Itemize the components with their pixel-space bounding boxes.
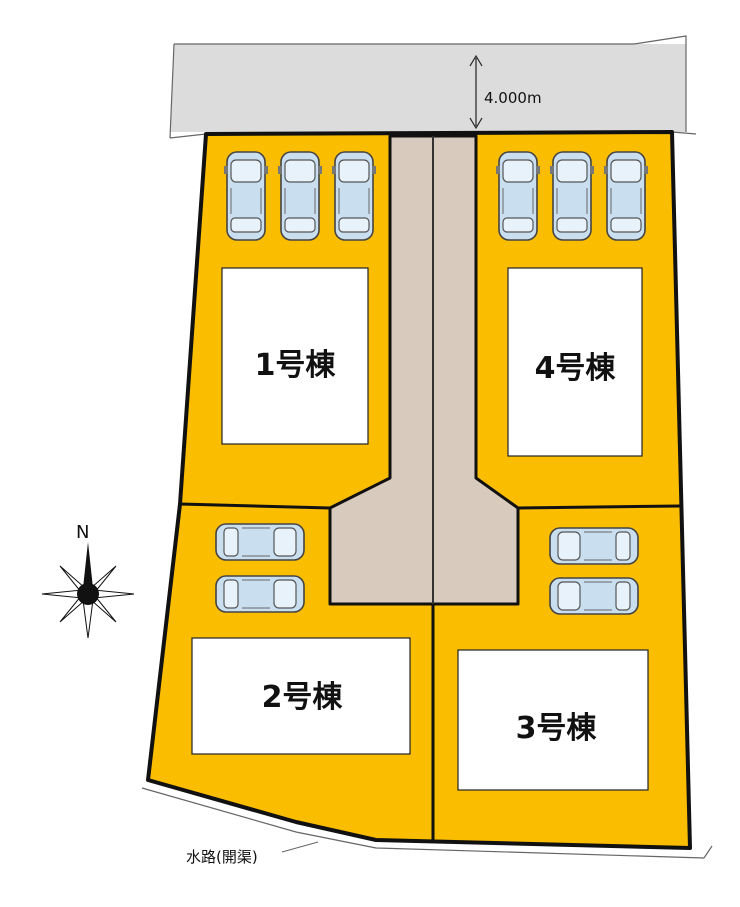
building-3-label: 3号棟 [516, 711, 598, 746]
road-area [170, 44, 686, 132]
parking-lot-1 [223, 151, 377, 241]
car-icon [215, 575, 305, 613]
car-icon [549, 151, 595, 241]
shared-driveway [328, 134, 520, 606]
car-icon [549, 577, 639, 615]
car-icon [603, 151, 649, 241]
lot-boundaries [179, 502, 681, 840]
compass-north-label: N [76, 522, 89, 543]
car-icon [495, 151, 541, 241]
road-width-dimension: 4.000m [469, 54, 542, 130]
car-icon [215, 523, 305, 561]
parking-lot-4 [495, 151, 649, 241]
building-4-label: 4号棟 [535, 351, 617, 386]
building-2-label: 2号棟 [262, 680, 344, 715]
building-1-label: 1号棟 [255, 348, 337, 383]
building-3: 3号棟 [457, 649, 649, 791]
car-icon [277, 151, 323, 241]
road-width-label: 4.000m [484, 89, 542, 107]
car-icon [549, 527, 639, 565]
building-1: 1号棟 [221, 267, 369, 445]
waterway: 水路(開渠) [141, 787, 713, 866]
road [169, 35, 697, 139]
compass-rose-icon: N [41, 522, 135, 639]
car-icon [223, 151, 269, 241]
building-2: 2号棟 [191, 637, 411, 755]
car-icon [331, 151, 377, 241]
building-4: 4号棟 [507, 267, 643, 457]
waterway-label: 水路(開渠) [186, 848, 258, 866]
